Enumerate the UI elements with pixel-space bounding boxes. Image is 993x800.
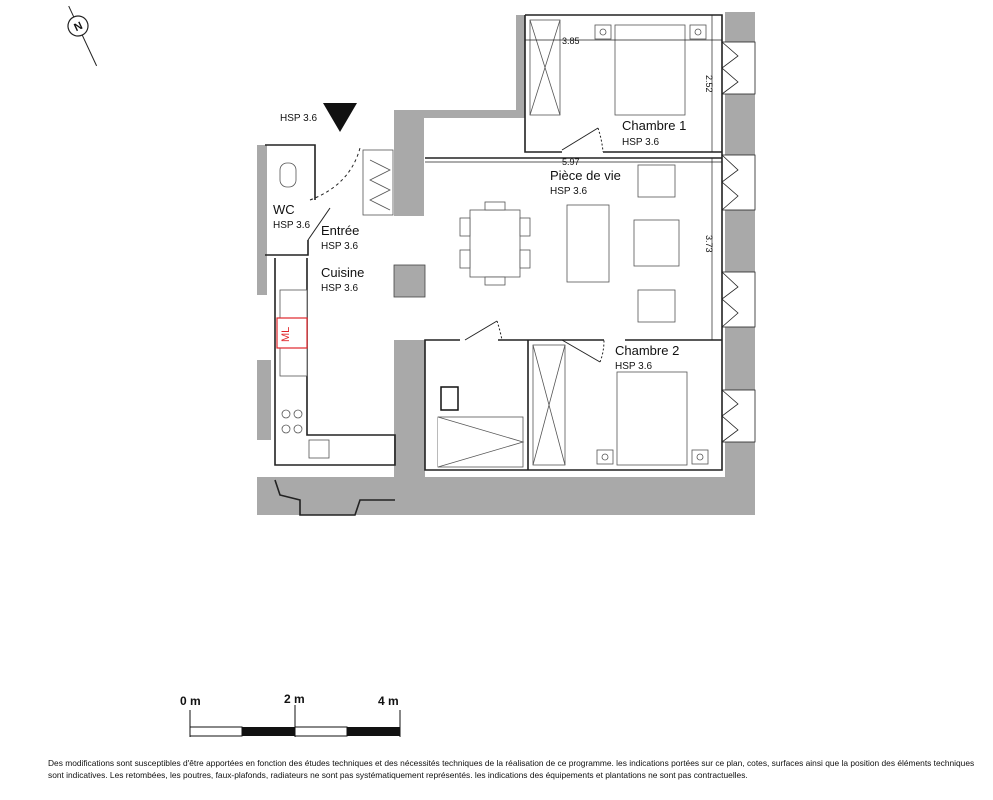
dining-table [469, 209, 521, 278]
sink [308, 439, 330, 459]
dimension-chambre-1-depth: 2.52 [704, 75, 714, 93]
room-hsp-chambre-1: HSP 3.6 [622, 137, 659, 148]
north-compass-icon: N [67, 5, 98, 67]
room-name-cuisine: Cuisine [321, 265, 364, 280]
room-name-chambre-1: Chambre 1 [622, 118, 686, 133]
washing-machine [276, 317, 308, 349]
scale-label-4m: 4 m [378, 694, 399, 708]
dimension-chambre-1-width: 3.85 [562, 36, 580, 46]
washing-machine-label: ML [280, 327, 292, 342]
dimension-lines [425, 15, 722, 340]
bed-chambre-2 [616, 371, 688, 466]
dimension-living-width: 5.97 [562, 157, 580, 167]
furniture [279, 19, 709, 468]
toilet [279, 162, 297, 188]
washbasin [440, 386, 459, 411]
doors [307, 127, 605, 363]
entrance-arrow-icon [323, 103, 357, 132]
sofa [566, 204, 610, 283]
room-hsp-piece-de-vie: HSP 3.6 [550, 186, 587, 197]
room-name-wc: WC [273, 202, 295, 217]
windows [721, 41, 756, 443]
coffee-table [633, 219, 680, 267]
structural-walls [257, 12, 755, 515]
room-name-entree: Entrée [321, 223, 359, 238]
disclaimer-text: Des modifications sont susceptibles d'êt… [48, 758, 975, 780]
scale-label-0m: 0 m [180, 694, 201, 708]
room-hsp-wc: HSP 3.6 [273, 220, 310, 231]
entrance-hsp: HSP 3.6 [280, 113, 317, 124]
interior-walls [265, 14, 723, 516]
armchair [637, 164, 676, 198]
room-hsp-entree: HSP 3.6 [321, 241, 358, 252]
room-name-chambre-2: Chambre 2 [615, 343, 679, 358]
room-name-piece-de-vie: Pièce de vie [550, 168, 621, 183]
dimension-living-depth: 3.73 [704, 235, 714, 253]
bed-chambre-1 [614, 24, 686, 116]
room-hsp-chambre-2: HSP 3.6 [615, 361, 652, 372]
armchair [637, 289, 676, 323]
room-hsp-cuisine: HSP 3.6 [321, 283, 358, 294]
scale-label-2m: 2 m [284, 692, 305, 706]
scale-bar: 0 m 2 m 4 m [180, 692, 401, 737]
